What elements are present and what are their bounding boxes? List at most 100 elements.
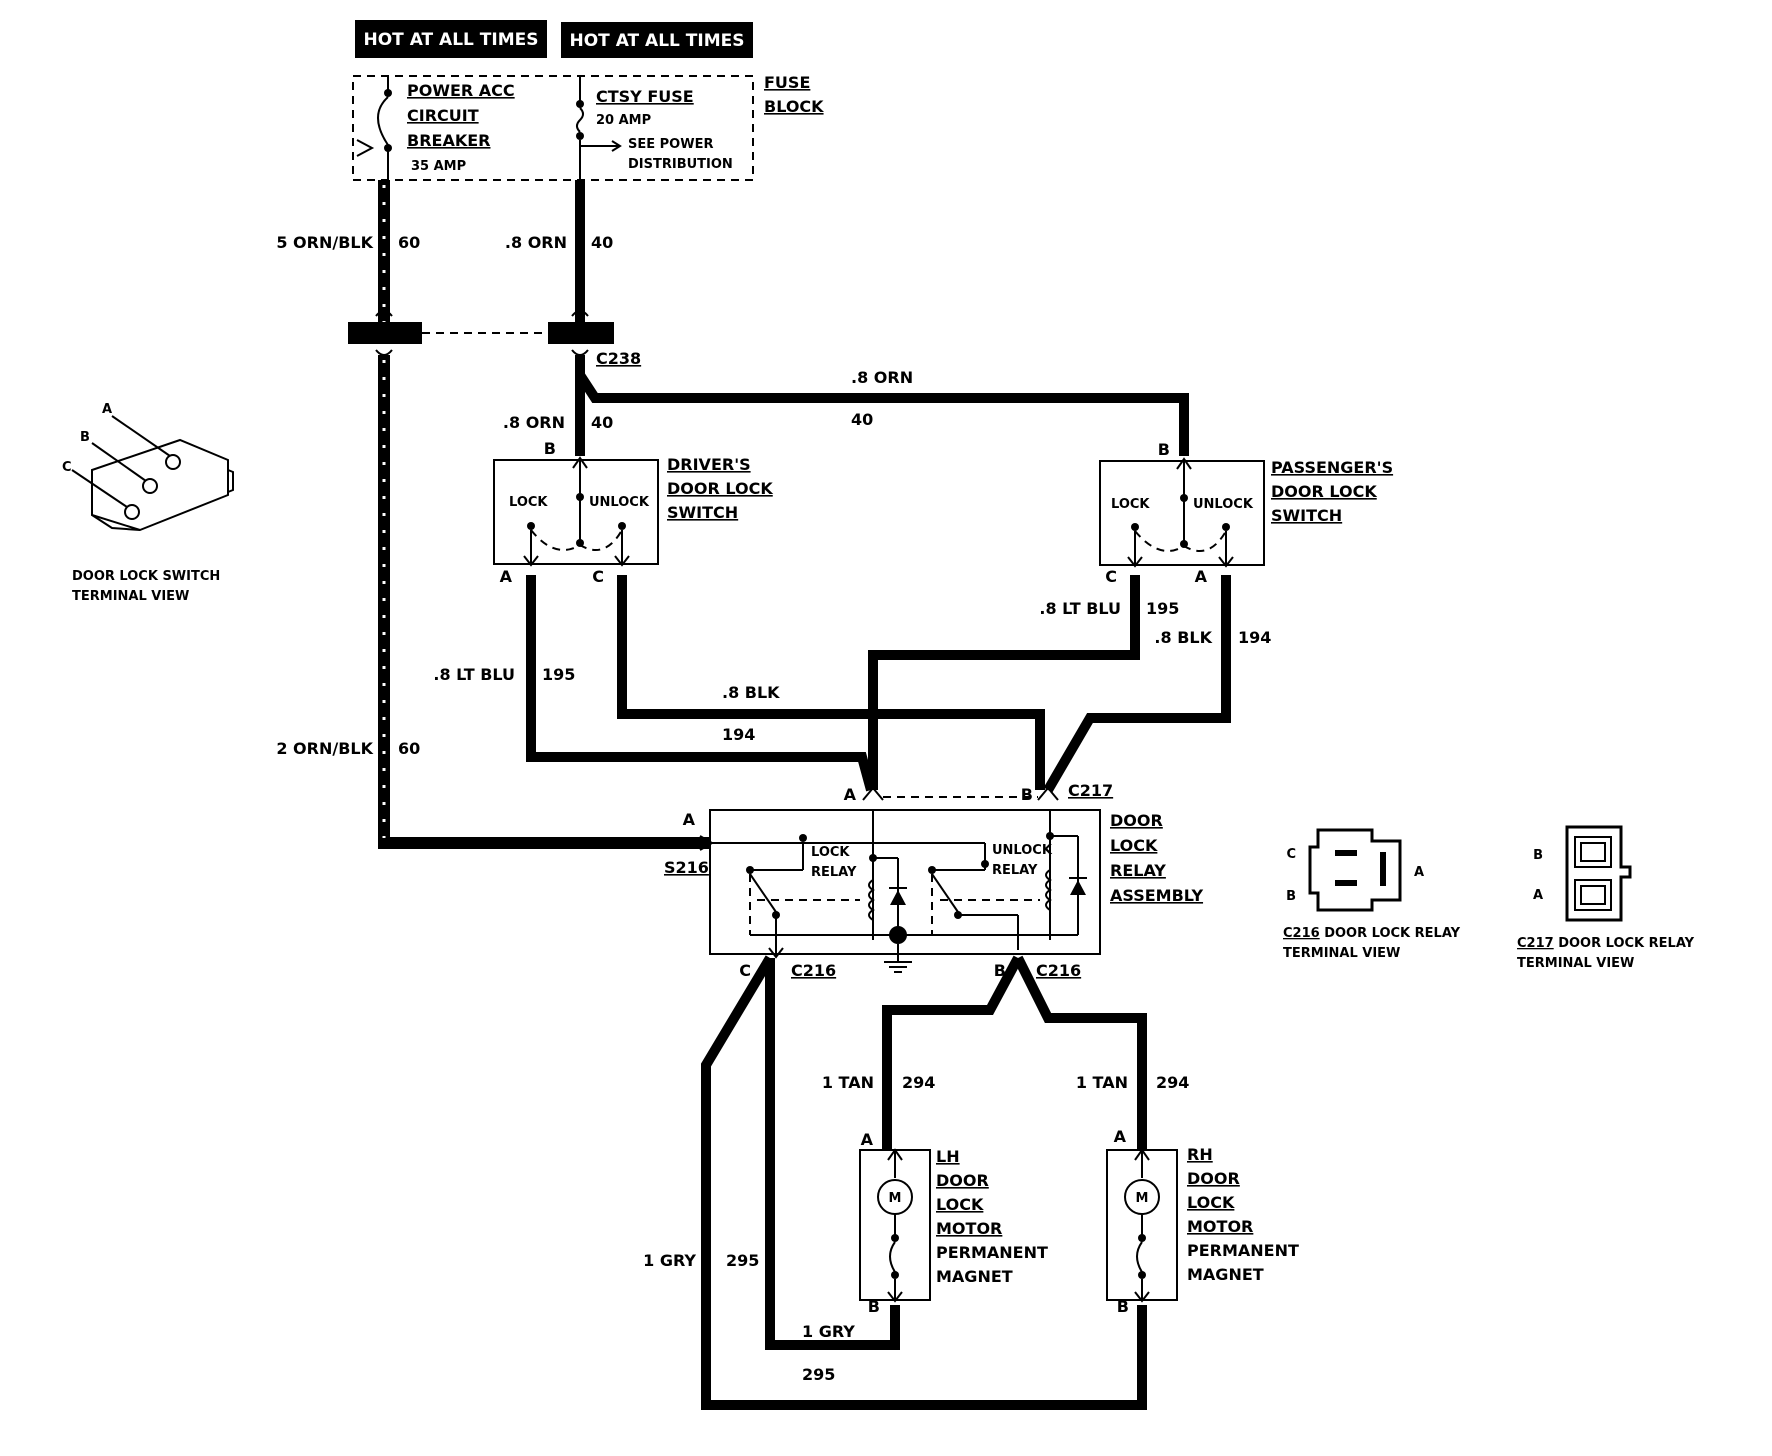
wire-circuit-60-top: 60 xyxy=(398,233,420,252)
c217-view-pin-b: B xyxy=(1533,848,1543,863)
s216-label: S216 xyxy=(664,858,709,877)
rh-motor-internals xyxy=(1124,1148,1160,1303)
wire-lt-blu-195-passenger xyxy=(868,575,1140,790)
wire-label-tan-rh: 1 TAN xyxy=(1076,1073,1128,1092)
lh-motor-m-symbol: M xyxy=(889,1191,902,1206)
switch-view-pin-b: B xyxy=(80,430,90,445)
rh-motor-pin-b: B xyxy=(1117,1297,1129,1316)
see-power-label-1: SEE POWER xyxy=(628,137,713,152)
hot-at-all-times-text-2: HOT AT ALL TIMES xyxy=(570,31,745,51)
c216-terminal-view-label-2: TERMINAL VIEW xyxy=(1283,946,1400,961)
c217-label: C217 xyxy=(1068,781,1113,800)
c238-connector xyxy=(348,310,614,356)
circuit-breaker-symbol xyxy=(356,76,392,180)
wire-circuit-40-driver: 40 xyxy=(591,413,613,432)
lh-motor-label-4: MOTOR xyxy=(936,1219,1002,1238)
drivers-switch-pin-c: C xyxy=(592,567,604,586)
c216-view-pin-c: C xyxy=(1286,847,1296,862)
driver-switch-pin-b: B xyxy=(544,439,556,458)
breaker-label-2: CIRCUIT xyxy=(407,106,479,125)
c217-terminal-view-label-2: TERMINAL VIEW xyxy=(1517,956,1634,971)
relay-assembly-label-2: LOCK xyxy=(1110,836,1158,855)
fuse-block-label-2: BLOCK xyxy=(764,97,824,116)
wire-tan-294-lh xyxy=(882,955,1023,1150)
c216-terminal-view-label-1: C216 DOOR LOCK RELAY xyxy=(1283,926,1461,941)
relay-assembly-label-4: ASSEMBLY xyxy=(1110,886,1203,905)
wire-label-blk-pass: .8 BLK xyxy=(1154,628,1212,647)
drivers-switch-lock: LOCK xyxy=(509,495,548,510)
switch-terminal-view-label-1: DOOR LOCK SWITCH xyxy=(72,569,220,584)
wire-circuit-60-bottom: 60 xyxy=(398,739,420,758)
passengers-switch-lock: LOCK xyxy=(1111,497,1150,512)
wire-circuit-294-rh: 294 xyxy=(1156,1073,1189,1092)
c216-label-left: C216 xyxy=(791,961,836,980)
wire-orn-40-passenger xyxy=(575,372,1189,456)
lh-motor-label-3: LOCK xyxy=(936,1195,984,1214)
c216-terminal-view-drawing xyxy=(1308,828,1402,912)
relay-assembly-label-1: DOOR xyxy=(1110,811,1163,830)
c217-terminal-view-name: C217 xyxy=(1517,936,1554,951)
wire-circuit-194-pass: 194 xyxy=(1238,628,1271,647)
wire-label-5-orn-blk: 5 ORN/BLK xyxy=(276,233,373,252)
wire-circuit-295-lh: 295 xyxy=(802,1365,835,1384)
c217-pin-b: B xyxy=(1021,785,1033,804)
wire-gry-295-lh xyxy=(765,958,900,1350)
drivers-switch-internals xyxy=(523,456,630,567)
rh-motor-m-symbol: M xyxy=(1136,1191,1149,1206)
hot-at-all-times-text-1: HOT AT ALL TIMES xyxy=(364,30,539,50)
wire-lt-blu-195-driver xyxy=(526,575,876,792)
passengers-switch-unlock: UNLOCK xyxy=(1193,497,1254,512)
wire-blk-194-driver xyxy=(617,575,1045,790)
passengers-switch-internals xyxy=(1127,457,1234,568)
wire-orn-blk-60 xyxy=(378,180,710,849)
unlock-relay-label-1: UNLOCK xyxy=(992,843,1053,858)
wire-label-lt-blu-pass: .8 LT BLU xyxy=(1039,599,1121,618)
c217-pin-a: A xyxy=(844,785,857,804)
wire-circuit-194-driver: 194 xyxy=(722,725,755,744)
breaker-label-1: POWER ACC xyxy=(407,81,515,100)
lh-motor-label-6: MAGNET xyxy=(936,1267,1013,1286)
rh-motor-pin-a: A xyxy=(1114,1127,1127,1146)
rh-motor-label-2: DOOR xyxy=(1187,1169,1240,1188)
wire-gry-295-rh xyxy=(701,955,1147,1410)
c216-view-pin-b: B xyxy=(1286,889,1296,904)
ctsy-fuse-label: CTSY FUSE xyxy=(596,87,694,106)
hot-at-all-times-label-2 xyxy=(561,22,753,58)
passenger-switch-pin-b: B xyxy=(1158,440,1170,459)
c238-label: C238 xyxy=(596,349,641,368)
see-power-label-2: DISTRIBUTION xyxy=(628,157,733,172)
wire-label-gry-rh: 1 GRY xyxy=(643,1251,696,1270)
fuse-block-outline xyxy=(352,75,754,181)
switch-terminal-view-label-2: TERMINAL VIEW xyxy=(72,589,189,604)
passengers-switch-pin-c: C xyxy=(1105,567,1117,586)
breaker-amp: 35 AMP xyxy=(411,159,466,174)
lh-motor-label-1: LH xyxy=(936,1147,960,1166)
wire-label-lt-blu-driver: .8 LT BLU xyxy=(433,665,515,684)
c216-terminal-view-name: C216 xyxy=(1283,926,1320,941)
c216-label-right: C216 xyxy=(1036,961,1081,980)
c217-view-pin-a: A xyxy=(1533,888,1543,903)
ctsy-fuse-symbol xyxy=(576,76,622,180)
rh-motor-label-1: RH xyxy=(1187,1145,1213,1164)
c216-terminal-view-desc: DOOR LOCK RELAY xyxy=(1320,926,1461,941)
c216-view-pin-a: A xyxy=(1414,865,1424,880)
wire-label-orn-pass: .8 ORN xyxy=(851,368,913,387)
lh-motor-internals xyxy=(877,1148,913,1303)
wire-circuit-295-rh: 295 xyxy=(726,1251,759,1270)
c217-terminal-view-drawing xyxy=(1565,825,1632,922)
wire-label-2-orn-blk: 2 ORN/BLK xyxy=(276,739,373,758)
c217-terminal-view-desc: DOOR LOCK RELAY xyxy=(1554,936,1695,951)
wire-label-orn-driver: .8 ORN xyxy=(503,413,565,432)
lh-motor-label-5: PERMANENT xyxy=(936,1243,1048,1262)
passengers-door-lock-switch xyxy=(1099,460,1265,566)
wire-label-blk-driver: .8 BLK xyxy=(722,683,780,702)
wire-circuit-40-pass: 40 xyxy=(851,410,873,429)
door-lock-switch-terminal-view-drawing xyxy=(71,415,234,532)
wire-circuit-195-driver: 195 xyxy=(542,665,575,684)
wire-blk-194-passenger xyxy=(1043,575,1231,793)
switch-view-pin-c: C xyxy=(62,460,72,475)
lh-motor-pin-b: B xyxy=(868,1297,880,1316)
passengers-switch-label-2: DOOR LOCK xyxy=(1271,482,1377,501)
lock-relay-label-1: LOCK xyxy=(811,845,850,860)
wire-circuit-195-pass: 195 xyxy=(1146,599,1179,618)
